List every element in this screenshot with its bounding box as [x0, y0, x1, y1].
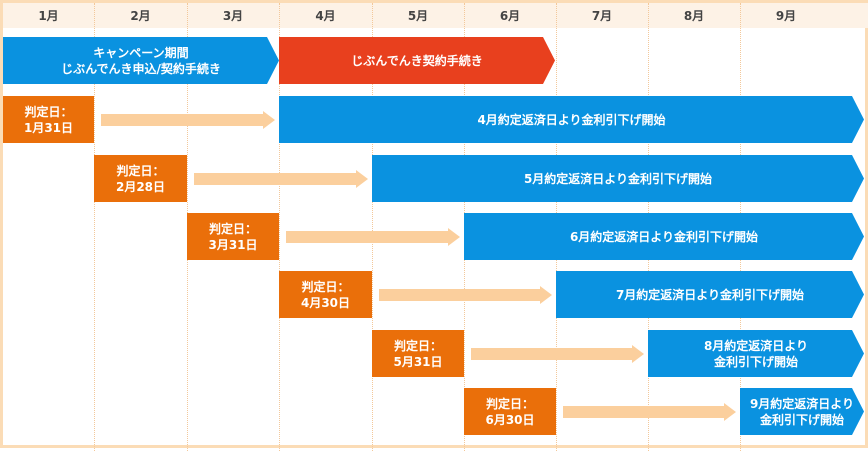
month-divider: [94, 3, 95, 451]
month-label: 3月: [222, 9, 244, 23]
month-label: 1月: [38, 9, 59, 23]
judgment-date-box: 判定日： 5月31日: [372, 330, 464, 377]
judgment-date-box: 判定日： 1月31日: [3, 96, 94, 143]
judgment-date-box: 判定日： 3月31日: [187, 213, 279, 260]
rate-reduction-start-bar: 4月約定返済日より金利引下げ開始: [279, 96, 864, 143]
rate-reduction-start-bar: 7月約定返済日より金利引下げ開始: [556, 271, 864, 318]
month-label: 9月: [775, 9, 797, 23]
arrow-icon: [471, 345, 644, 363]
campaign-period-bar: キャンペーン期間 じぶんでんき申込/契約手続き: [3, 37, 279, 84]
rate-reduction-start-bar: 9月約定返済日より 金利引下げ開始: [740, 388, 864, 435]
month-divider: [372, 3, 373, 451]
rate-reduction-start-bar: 8月約定返済日より 金利引下げ開始: [648, 330, 864, 377]
month-label: 2月: [130, 9, 151, 23]
month-label: 8月: [683, 9, 705, 23]
arrow-icon: [194, 170, 368, 188]
month-label: 4月: [315, 9, 336, 23]
judgment-date-box: 判定日： 6月30日: [464, 388, 556, 435]
month-header: 1月 2月 3月 4月 5月 6月 7月 8月 9月: [3, 3, 868, 28]
judgment-date-box: 判定日： 2月28日: [94, 155, 187, 202]
judgment-date-box: 判定日： 4月30日: [279, 271, 372, 318]
month-divider: [279, 3, 280, 451]
rate-reduction-start-bar: 5月約定返済日より金利引下げ開始: [372, 155, 864, 202]
arrow-icon: [563, 403, 736, 421]
month-label: 6月: [499, 9, 521, 23]
contract-procedure-bar: じぶんでんき契約手続き: [279, 37, 555, 84]
month-label: 5月: [407, 9, 429, 23]
arrow-icon: [101, 111, 275, 129]
arrow-icon: [286, 228, 460, 246]
rate-reduction-start-bar: 6月約定返済日より金利引下げ開始: [464, 213, 864, 260]
arrow-icon: [379, 286, 552, 304]
month-label: 7月: [591, 9, 613, 23]
